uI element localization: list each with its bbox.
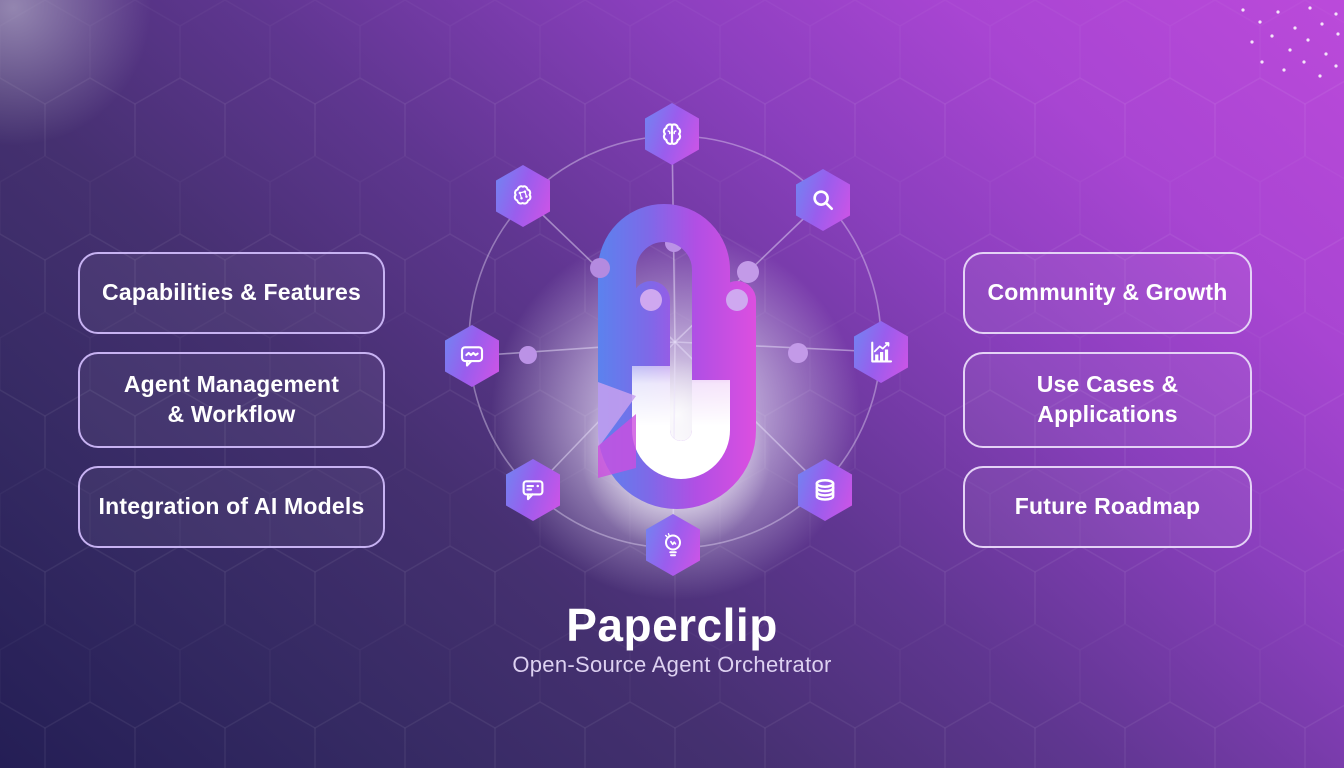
page-title: Paperclip <box>566 599 778 651</box>
corner-dot-cluster <box>1241 6 1340 78</box>
node-bottom-right[interactable] <box>798 459 852 521</box>
database-icon <box>815 479 835 501</box>
neural-brain-icon <box>513 185 532 205</box>
lightbulb-icon <box>665 533 681 557</box>
left-box-capabilities[interactable]: Capabilities & Features <box>78 252 385 334</box>
chat-wave-icon <box>460 346 484 367</box>
right-box-future-roadmap[interactable]: Future Roadmap <box>963 466 1252 548</box>
paperclip-inner-white <box>632 366 730 479</box>
left-box-agent-management[interactable]: Agent Management & Workflow <box>78 352 385 448</box>
right-box-community[interactable]: Community & Growth <box>963 252 1252 334</box>
paperclip-joint-dots <box>590 258 748 311</box>
bar-chart-icon <box>871 341 893 363</box>
node-right[interactable] <box>854 321 908 383</box>
brain-icon <box>662 123 682 145</box>
search-icon <box>813 190 834 211</box>
node-bottom-left[interactable] <box>506 459 560 521</box>
paperclip-facets <box>598 382 636 478</box>
spoke-node-dots <box>519 234 808 364</box>
chat-message-icon <box>522 480 544 501</box>
right-box-use-cases[interactable]: Use Cases & Applications <box>963 352 1252 448</box>
node-left[interactable] <box>445 325 499 387</box>
page-subtitle: Open-Source Agent Orchetrator <box>512 652 832 677</box>
left-box-integration[interactable]: Integration of AI Models <box>78 466 385 548</box>
